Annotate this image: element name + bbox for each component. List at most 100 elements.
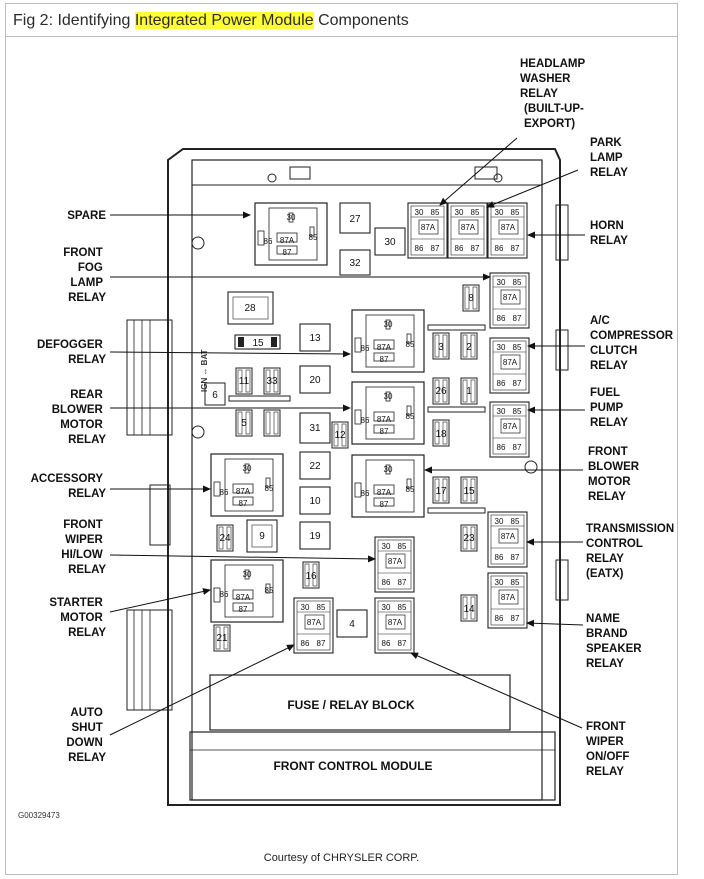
- svg-text:85: 85: [265, 484, 274, 493]
- svg-text:87A: 87A: [388, 557, 403, 566]
- fuse-6: 6: [212, 390, 218, 401]
- svg-text:85: 85: [406, 485, 415, 494]
- svg-text:85: 85: [513, 278, 522, 287]
- fuse-15-body: [234, 334, 281, 350]
- svg-text:85: 85: [406, 412, 415, 421]
- blade-fuses: [204, 284, 486, 652]
- svg-text:87: 87: [380, 500, 389, 509]
- svg-text:87A: 87A: [377, 415, 392, 424]
- svg-text:86: 86: [497, 443, 506, 452]
- svg-text:87: 87: [239, 605, 248, 614]
- fuse-11: 11: [239, 376, 250, 387]
- svg-text:86: 86: [361, 344, 370, 353]
- svg-text:87: 87: [511, 553, 520, 562]
- svg-text:86: 86: [361, 489, 370, 498]
- svg-text:87A: 87A: [307, 618, 322, 627]
- svg-text:87A: 87A: [501, 532, 516, 541]
- svg-text:30: 30: [455, 208, 464, 217]
- starter-motor-relay: 30 86 87A 85 87: [210, 559, 284, 623]
- svg-text:87A: 87A: [236, 593, 251, 602]
- fuse-27: 27: [349, 214, 361, 225]
- fuse-13: 13: [309, 333, 321, 344]
- svg-text:85: 85: [471, 208, 480, 217]
- fuse-22: 22: [309, 461, 321, 472]
- svg-text:30: 30: [384, 320, 393, 329]
- label-front-wiper-on-off-relay: FRONT WIPER ON/OFF RELAY: [586, 721, 633, 778]
- svg-text:86: 86: [495, 614, 504, 623]
- label-auto-shut-down-relay: AUTO SHUT DOWN RELAY: [66, 707, 106, 764]
- park-lamp-relay: 30 85 87A 86 87: [447, 202, 488, 259]
- fuse-32: 32: [349, 258, 361, 269]
- fuse-9: 9: [259, 531, 265, 542]
- svg-text:87: 87: [239, 499, 248, 508]
- fuse-15b: 15: [463, 486, 475, 497]
- svg-text:86: 86: [264, 237, 273, 246]
- svg-text:87A: 87A: [377, 488, 392, 497]
- svg-text:85: 85: [513, 407, 522, 416]
- part-code: G00329473: [18, 811, 60, 820]
- svg-text:30: 30: [495, 208, 504, 217]
- fuse-31: 31: [309, 423, 321, 434]
- fuse-5: 5: [241, 418, 247, 429]
- fuse-8: 8: [468, 293, 474, 304]
- svg-text:30: 30: [495, 578, 504, 587]
- fuse-12: 12: [334, 430, 346, 441]
- label-horn-relay: HORN RELAY: [590, 220, 628, 247]
- fuse-18: 18: [435, 429, 447, 440]
- transmission-control-relay: 30 85 87A 86 87: [487, 511, 528, 568]
- fuse-19: 19: [309, 531, 321, 542]
- svg-text:87: 87: [513, 443, 522, 452]
- svg-text:87A: 87A: [461, 223, 476, 232]
- fuse-1: 1: [466, 386, 472, 397]
- fuse-28: 28: [244, 303, 256, 314]
- label-defogger-relay: DEFOGGER RELAY: [37, 339, 106, 366]
- svg-text:87A: 87A: [236, 487, 251, 496]
- svg-text:30: 30: [415, 208, 424, 217]
- figure-title: Fig 2: Identifying Integrated Power Modu…: [13, 12, 409, 30]
- label-front-blower-motor-relay: FRONT BLOWER MOTOR RELAY: [588, 446, 642, 503]
- label-starter-motor-relay: STARTER MOTOR RELAY: [49, 597, 106, 639]
- accessory-relay: 30 86 87A 85 87: [210, 453, 284, 517]
- fuse-relay-block-label: FUSE / RELAY BLOCK: [287, 698, 415, 712]
- svg-text:85: 85: [398, 542, 407, 551]
- fuse-4: 4: [349, 619, 355, 630]
- fuse-21: 21: [216, 633, 228, 644]
- label-headlamp-washer-relay: HEADLAMP WASHER RELAY (BUILT-UP- EXPORT): [520, 58, 588, 130]
- svg-text:30: 30: [497, 407, 506, 416]
- svg-text:86: 86: [497, 379, 506, 388]
- front-wiper-on-off-relay: 30 85 87A 86 87: [374, 597, 415, 654]
- housing: [126, 148, 569, 806]
- svg-text:30: 30: [497, 278, 506, 287]
- fuse-26: 26: [435, 386, 447, 397]
- svg-text:87: 87: [283, 248, 292, 257]
- svg-text:87: 87: [511, 244, 520, 253]
- fuse-2: 2: [466, 342, 472, 353]
- label-accessory-relay: ACCESSORY RELAY: [31, 473, 107, 500]
- svg-text:86: 86: [382, 639, 391, 648]
- front-blower-motor-relay: 30 86 87A 85 87: [351, 454, 425, 518]
- title-bar: Fig 2: Identifying Integrated Power Modu…: [6, 4, 677, 37]
- svg-text:86: 86: [220, 488, 229, 497]
- svg-text:30: 30: [495, 517, 504, 526]
- svg-text:87A: 87A: [503, 293, 518, 302]
- fuse-15: 15: [252, 338, 264, 349]
- svg-text:87A: 87A: [501, 223, 516, 232]
- svg-text:87A: 87A: [503, 422, 518, 431]
- svg-text:30: 30: [382, 542, 391, 551]
- svg-text:85: 85: [513, 343, 522, 352]
- front-wiper-hi-low-relay: 30 85 87A 86 87: [374, 536, 415, 593]
- svg-text:87: 87: [398, 639, 407, 648]
- svg-text:87: 87: [380, 355, 389, 364]
- label-ac-compressor-clutch-relay: A/C COMPRESSOR CLUTCH RELAY: [590, 315, 676, 372]
- label-spare: SPARE: [67, 210, 106, 222]
- svg-text:85: 85: [431, 208, 440, 217]
- svg-text:30: 30: [384, 465, 393, 474]
- svg-text:87: 87: [398, 578, 407, 587]
- svg-text:30: 30: [287, 213, 296, 222]
- svg-text:85: 85: [317, 603, 326, 612]
- title-prefix: Fig 2: Identifying: [13, 12, 135, 29]
- label-name-brand-speaker-relay: NAME BRAND SPEAKER RELAY: [586, 613, 645, 670]
- svg-text:86: 86: [495, 553, 504, 562]
- fuse-14: 14: [463, 604, 475, 615]
- right-labels: HEADLAMP WASHER RELAY (BUILT-UP- EXPORT)…: [520, 58, 676, 778]
